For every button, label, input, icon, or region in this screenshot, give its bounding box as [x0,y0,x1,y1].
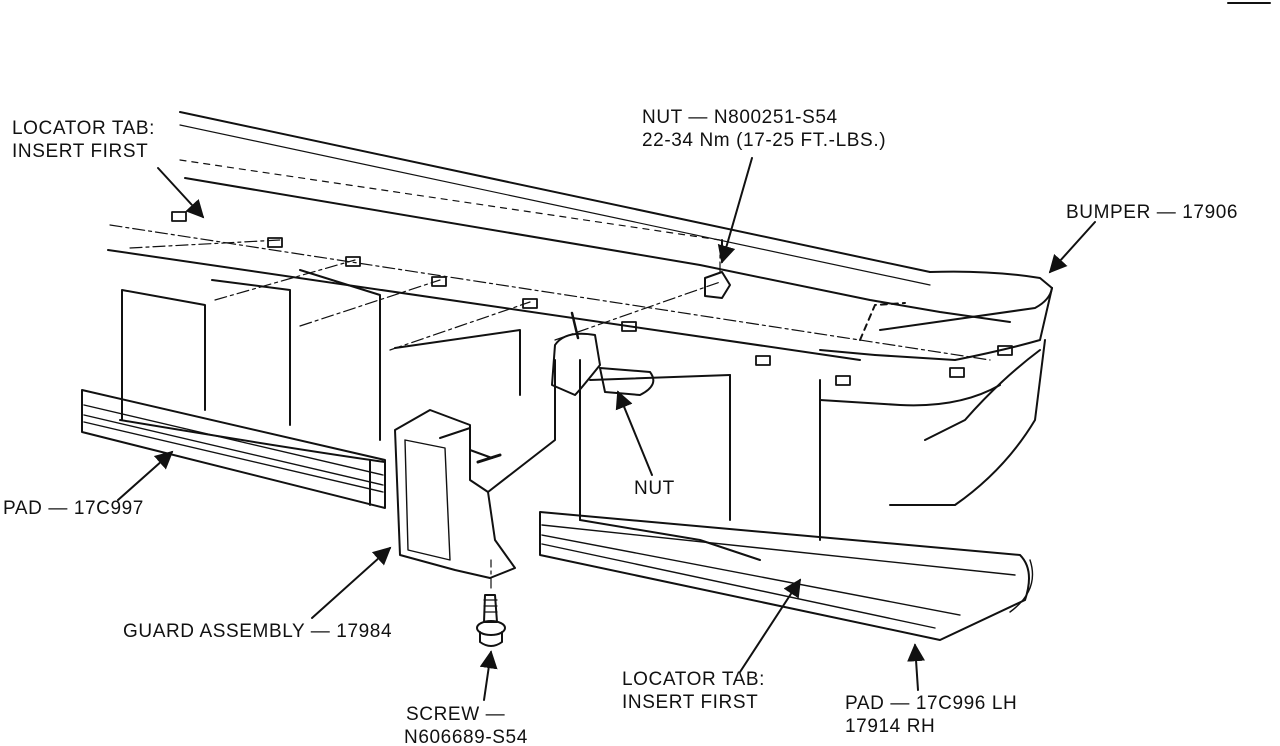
label-bumper: BUMPER — 17906 [1066,202,1239,223]
right-pad [539,511,1034,641]
top-nut [704,271,731,299]
label-guard-assembly: GUARD ASSEMBLY — 17984 [123,621,393,642]
label-locator-tab-bottom: LOCATOR TAB: INSERT FIRST [622,669,766,713]
guard-assembly [394,359,556,579]
label-locator-tab-left: LOCATOR TAB: INSERT FIRST [12,118,156,162]
bumper-body-panels [119,269,821,561]
bumper-face [107,249,1053,506]
label-pad-right: PAD — 17C996 LH 17914 RH [845,693,1018,737]
screw [476,594,506,647]
centerlines [109,224,991,361]
bumper-top-surface [179,111,1053,341]
label-nut-top: NUT — N800251-S54 22-34 Nm (17-25 FT.-LB… [642,107,887,151]
bracket [551,311,655,396]
tab-slots [171,211,1013,386]
leader-arrows [117,157,1096,701]
label-screw: SCREW — N606689-S54 [404,704,528,746]
label-pad-left: PAD — 17C997 [3,498,144,519]
attachment-lines [490,249,721,589]
label-nut: NUT [634,478,675,499]
left-pad [81,389,386,509]
